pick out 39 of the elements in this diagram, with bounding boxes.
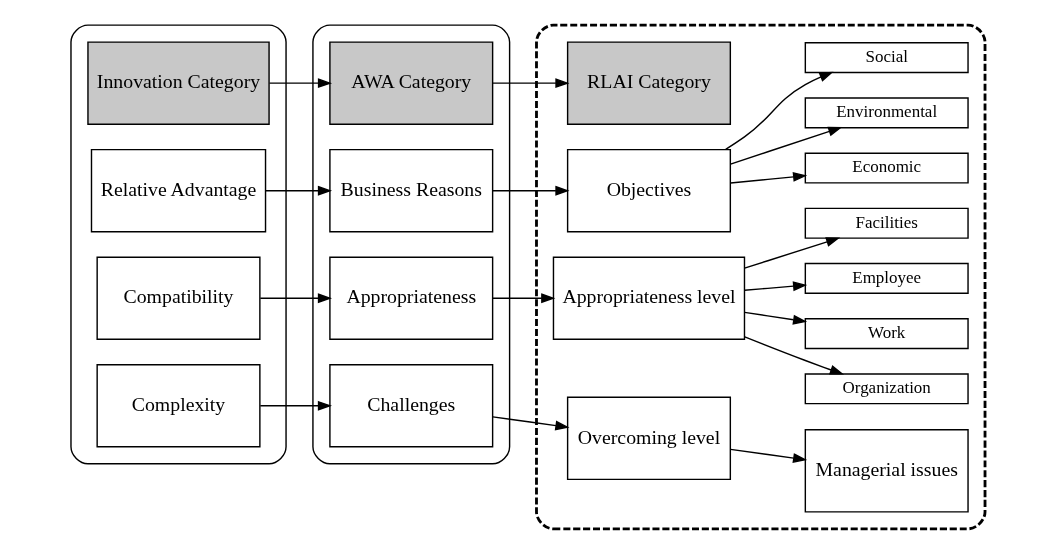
- node-box: Business Reasons: [329, 148, 494, 233]
- arrow: [268, 78, 333, 89]
- node-box: Relative Advantage: [90, 148, 267, 233]
- node-box: Work: [804, 318, 969, 350]
- arrow: [264, 185, 332, 196]
- arrow: [492, 185, 570, 196]
- node-box: AWA Category: [329, 41, 494, 125]
- node-box: Managerial issues: [804, 429, 969, 513]
- node-box: Environmental: [804, 97, 969, 129]
- node-box: Organization: [804, 373, 969, 405]
- node-box: Appropriateness level: [552, 256, 746, 340]
- arrow: [492, 416, 570, 431]
- arrow: [259, 400, 332, 411]
- node-box: Challenges: [329, 364, 494, 448]
- node-box: Appropriateness: [329, 256, 494, 340]
- arrow: [743, 237, 841, 269]
- node-box: Objectives: [566, 148, 732, 233]
- arrow: [744, 336, 844, 375]
- arrow: [724, 71, 834, 151]
- node-box: Facilities: [804, 207, 969, 239]
- node-box: Compatibility: [96, 256, 261, 340]
- node-box: Social: [804, 42, 969, 74]
- arrow: [729, 172, 808, 184]
- cluster: [535, 23, 987, 531]
- arrow: [729, 448, 808, 463]
- node-box: Employee: [804, 262, 969, 294]
- arrow: [492, 293, 556, 304]
- node-box: Complexity: [96, 364, 261, 448]
- node-box: Economic: [804, 152, 969, 184]
- node-box: RLAI Category: [566, 41, 732, 125]
- node-box: Innovation Category: [87, 41, 270, 125]
- arrow: [743, 311, 808, 325]
- cluster: [312, 24, 511, 465]
- arrow: [492, 78, 570, 89]
- arrow: [743, 281, 808, 292]
- arrow: [729, 126, 843, 165]
- cluster: [70, 24, 287, 465]
- arrow: [259, 293, 332, 304]
- node-box: Overcoming level: [566, 396, 732, 481]
